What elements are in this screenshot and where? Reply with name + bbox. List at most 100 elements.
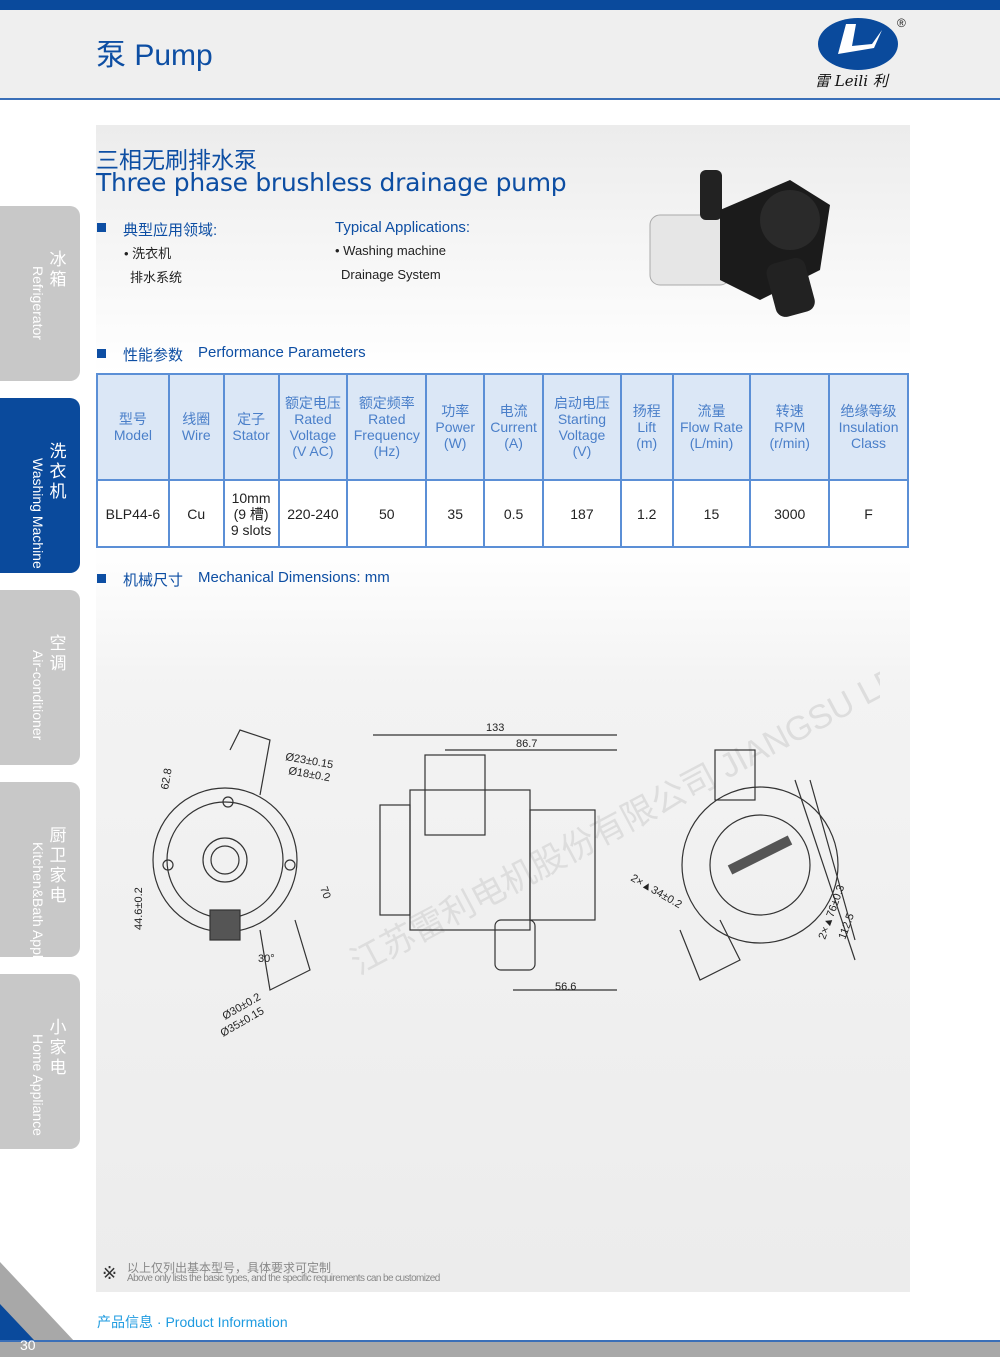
application-item-cn: • 洗衣机 [124, 246, 172, 261]
bullet-square [97, 223, 106, 232]
header-line: Insulation [838, 419, 899, 435]
logo-text: 雷 Leili 利 [815, 72, 888, 90]
application-item-en: Drainage System [341, 267, 441, 282]
header-line: Power [435, 419, 476, 435]
header-line: (m) [636, 435, 658, 451]
table-cell: 3000 [749, 479, 831, 548]
sidebar-tab-cn: 空调 [49, 634, 67, 673]
svg-text:86.7: 86.7 [516, 738, 537, 750]
performance-heading-en: Performance Parameters [198, 344, 366, 361]
sidebar-tab-en: Air-conditioner [30, 650, 46, 741]
header-line: (V AC) [292, 443, 334, 459]
performance-heading-cn: 性能参数 [123, 347, 184, 364]
registered-mark: ® [897, 16, 906, 30]
cell-line: 0.5 [503, 505, 524, 522]
application-item-en: • Washing machine [335, 243, 447, 258]
header-line: 型号 [118, 411, 147, 427]
mechanical-heading-en: Mechanical Dimensions: mm [198, 569, 390, 586]
application-item-cn: 排水系统 [130, 270, 183, 285]
sidebar-tab-cn: 厨卫家电 [49, 826, 67, 905]
header-line: (r/min) [769, 435, 810, 451]
header-line: Voltage [289, 427, 337, 443]
pump-product-image [649, 170, 830, 317]
svg-text:56.6: 56.6 [555, 981, 576, 993]
cell-line: 220-240 [287, 505, 339, 522]
cell-line: 187 [570, 505, 594, 522]
bottom-bar [0, 1340, 1000, 1357]
cell-line: 3000 [774, 505, 806, 522]
table-cell: F [828, 479, 909, 548]
header-line: (V) [572, 443, 592, 459]
header-line: 转速 [775, 403, 804, 419]
sidebar-tab-en: Refrigerator [30, 266, 46, 340]
header-line: Voltage [558, 427, 606, 443]
header-line: Flow Rate [679, 419, 743, 435]
applications-heading-en: Typical Applications: [335, 219, 471, 236]
note-en: Above only lists the basic types, and th… [127, 1273, 440, 1284]
header-line: 流量 [697, 403, 726, 419]
header-line: 绝缘等级 [840, 403, 897, 419]
footer-section-label: 产品信息 · Product Information [97, 1314, 288, 1330]
header-line: (A) [504, 435, 523, 451]
sidebar-tab-cn: 冰箱 [49, 250, 67, 289]
sidebar-tab-cn: 小家电 [49, 1018, 67, 1077]
product-title-cn: 三相无刷排水泵 [96, 147, 257, 173]
header-line: 线圈 [182, 411, 211, 427]
cell-line: F [864, 505, 873, 522]
header-line: 电流 [499, 403, 528, 419]
header-line: 功率 [441, 403, 470, 419]
table-cell: 187 [542, 479, 622, 548]
header-line: Rated [294, 411, 332, 427]
table-cell: BLP44-6 [96, 479, 170, 548]
cell-line: 9 slots [230, 521, 272, 538]
header-line: Class [851, 435, 887, 451]
bullet-square [97, 349, 106, 358]
page-title: 泵 Pump [96, 39, 213, 72]
cell-line: 15 [703, 505, 720, 522]
table-cell: 15 [671, 479, 752, 548]
table-cell: 0.5 [483, 479, 545, 548]
header-line: (Hz) [373, 443, 401, 459]
svg-text:30°: 30° [258, 953, 275, 965]
table-cell: Cu [167, 479, 225, 548]
cell-line: 50 [379, 505, 395, 522]
table-cell: 220-240 [277, 479, 349, 548]
header-line: Rated [368, 411, 406, 427]
applications-heading-cn: 典型应用领域: [123, 222, 218, 239]
header-line: 额定频率 [358, 395, 415, 411]
svg-text:44.6±0.2: 44.6±0.2 [133, 887, 145, 930]
bullet-square [97, 574, 106, 583]
svg-text:70: 70 [317, 885, 332, 901]
header-line: 额定电压 [284, 395, 341, 411]
note-symbol: ※ [102, 1263, 118, 1283]
top-bar [0, 0, 1000, 10]
table-cell: 50 [346, 479, 428, 548]
sidebar-tab-en: Home Appliance [30, 1034, 46, 1136]
header-line: Wire [181, 427, 211, 443]
cell-line: (9 槽) [233, 505, 269, 522]
svg-text:133: 133 [486, 722, 504, 734]
leili-logo [818, 18, 898, 70]
header-line: Lift [637, 419, 657, 435]
cell-line: 1.2 [636, 505, 657, 522]
mechanical-heading-cn: 机械尺寸 [123, 572, 184, 589]
svg-text:2×▲34±0.2: 2×▲34±0.2 [629, 872, 684, 911]
header-line: Frequency [353, 427, 420, 443]
cell-line: Cu [187, 505, 206, 522]
cell-line: 35 [447, 505, 463, 522]
header-line: Starting [557, 411, 607, 427]
